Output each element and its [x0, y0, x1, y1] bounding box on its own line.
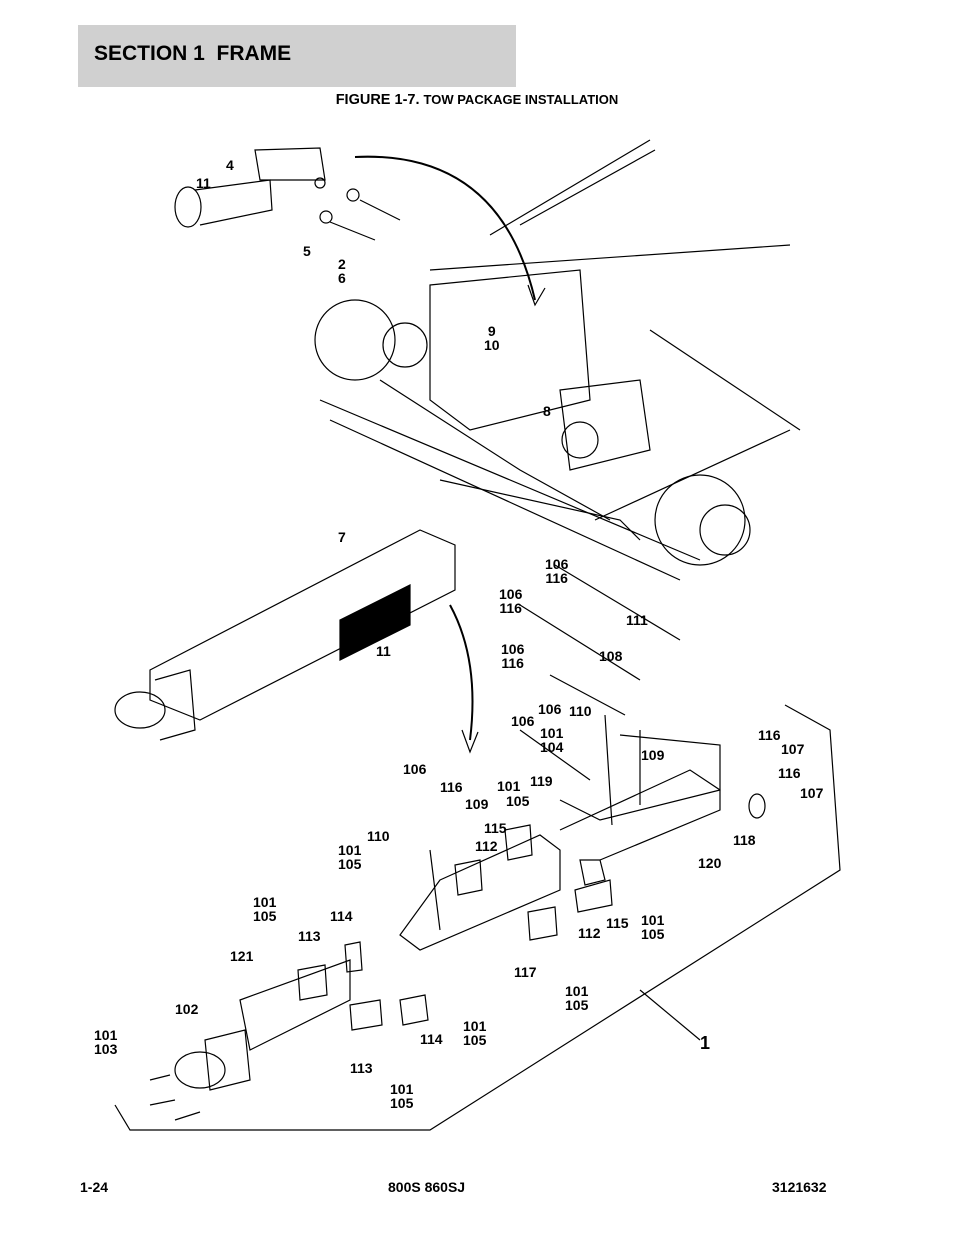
- callout: 7: [338, 529, 346, 545]
- callout: 101 104: [540, 725, 564, 755]
- callout: 9 10: [484, 323, 500, 353]
- figure-title: FIGURE 1-7. TOW PACKAGE INSTALLATION: [0, 92, 954, 108]
- callout: 113: [298, 928, 321, 944]
- callout: 101: [497, 778, 521, 794]
- model-name: 800S 860SJ: [388, 1179, 466, 1195]
- callout: 119: [530, 773, 553, 789]
- callout: 114: [330, 908, 353, 924]
- figure-caption: TOW PACKAGE INSTALLATION: [423, 92, 619, 107]
- callout: 110: [367, 828, 390, 844]
- section-title: SECTION 1 FRAME: [94, 42, 292, 65]
- callout: 112: [475, 838, 498, 854]
- callout: 115: [606, 915, 629, 931]
- callout: 117: [514, 964, 537, 980]
- document-number: 3121632: [772, 1179, 827, 1195]
- callout-assembly: 1: [700, 1033, 711, 1053]
- figure-number: FIGURE 1-7.: [335, 92, 420, 108]
- callout: 109: [465, 796, 489, 812]
- callout: 118: [733, 832, 756, 848]
- callout: 106 116: [545, 556, 569, 586]
- callout: 101 103: [94, 1027, 118, 1057]
- callout: 121: [230, 948, 254, 964]
- callout: 120: [698, 855, 722, 871]
- callout: 111: [626, 612, 648, 628]
- callout: 106: [511, 713, 535, 729]
- callout: 110: [569, 703, 592, 719]
- callout: 107: [800, 785, 824, 801]
- callout: 106 116: [501, 641, 525, 671]
- callout: 11: [196, 175, 211, 191]
- callout: 116: [440, 779, 463, 795]
- callout: 107: [781, 741, 805, 757]
- callout: 108: [599, 648, 623, 664]
- callout: 8: [543, 403, 551, 419]
- section-header: SECTION 1 FRAME: [78, 25, 516, 87]
- callout: 101 105: [565, 983, 589, 1013]
- callout: 109: [641, 747, 665, 763]
- callout: 101 105: [338, 842, 362, 872]
- callout: 116: [758, 727, 781, 743]
- callout: 101 105: [641, 912, 665, 942]
- callout: 101 105: [463, 1018, 487, 1048]
- callout: 115: [484, 820, 507, 836]
- callout: 105: [506, 793, 530, 809]
- callout: 106: [538, 701, 562, 717]
- callout: 11: [376, 643, 391, 659]
- callout: 102: [175, 1001, 199, 1017]
- callout: 2 6: [338, 256, 346, 286]
- callout: 106: [403, 761, 427, 777]
- callout: 5: [303, 243, 311, 259]
- page-number: 1-24: [80, 1179, 109, 1195]
- callout: 106 116: [499, 586, 523, 616]
- callout: 116: [778, 765, 801, 781]
- callout: 4: [226, 157, 234, 173]
- callout: 113: [350, 1060, 373, 1076]
- callout: 101 105: [253, 894, 277, 924]
- callout: 101 105: [390, 1081, 414, 1111]
- callout: 112: [578, 925, 601, 941]
- callout: 114: [420, 1031, 443, 1047]
